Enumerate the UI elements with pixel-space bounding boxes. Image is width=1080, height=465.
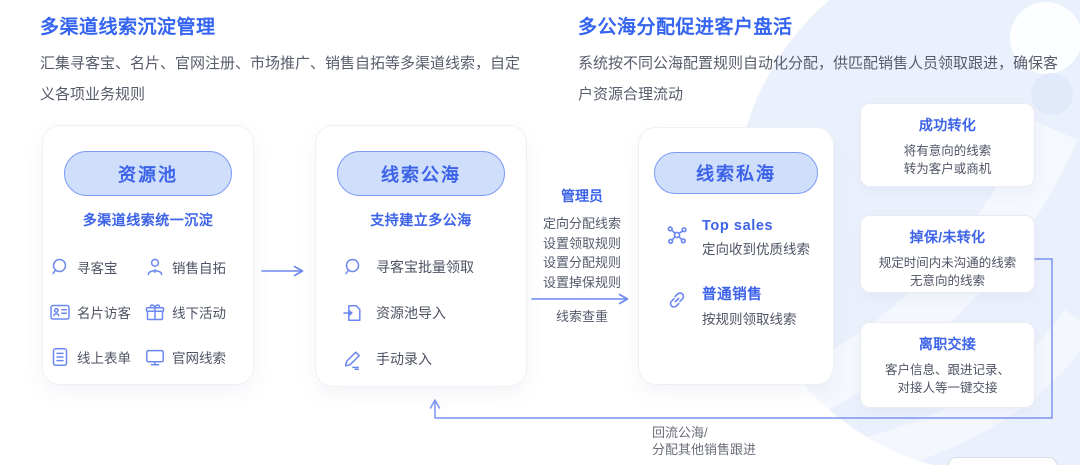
role-name: 普通销售	[702, 287, 763, 303]
section-description: 汇集寻客宝、名片、官网注册、市场推广、销售自拓等多渠道线索，自定义各项业务规则	[40, 55, 521, 103]
section-header-left: 多渠道线索沉淀管理 汇集寻客宝、名片、官网注册、市场推广、销售自拓等多渠道线索，…	[40, 12, 520, 110]
list-item: 普通销售 按规则领取线索	[665, 283, 833, 328]
list-item: 手动录入	[342, 336, 526, 382]
import-icon	[342, 302, 364, 324]
outcome-line: 客户信息、跟进记录、	[884, 363, 1010, 377]
private-pool-roles: Top sales 定向收到优质线索 普通销售 按规则领取线索	[639, 218, 833, 328]
search-icon	[342, 256, 364, 278]
list-item: 线上表单	[49, 346, 144, 368]
outcome-line: 对接人等一键交接	[897, 381, 998, 395]
form-icon	[49, 346, 71, 368]
admin-rule: 线索查重	[555, 309, 608, 324]
gift-icon	[144, 301, 166, 323]
private-pool-card: 线索私海 Top sales 定向收到优质线索 普通销售 按规则领取线索	[638, 127, 834, 385]
outcome-title: 掉保/未转化	[909, 229, 986, 245]
private-pool-pill: 线索私海	[654, 152, 818, 194]
item-label: 资源池导入	[376, 305, 446, 321]
cropped-card-edge	[948, 457, 1057, 465]
role-desc: 定向收到优质线索	[702, 242, 810, 257]
outcome-line: 将有意向的线索	[903, 144, 992, 158]
pill-label: 线索公海	[381, 164, 461, 185]
list-item: 名片访客	[49, 301, 144, 323]
section-header-right: 多公海分配促进客户盘活 系统按不同公海配置规则自动化分配，供匹配销售人员领取跟进…	[578, 12, 1058, 110]
list-item: 销售自拓	[144, 256, 247, 278]
return-flow-line: 分配其他销售跟进	[652, 442, 757, 457]
outcome-card-converted: 成功转化 将有意向的线索 转为客户或商机	[860, 103, 1035, 187]
pill-label: 线索私海	[696, 164, 776, 184]
card-subtitle: 支持建立多公海	[370, 212, 472, 228]
search-icon	[49, 256, 71, 278]
edit-icon	[342, 348, 364, 370]
list-item: Top sales 定向收到优质线索	[665, 218, 833, 258]
role-desc: 按规则领取线索	[702, 312, 797, 327]
monitor-icon	[144, 346, 166, 368]
admin-rule: 设置领取规则	[542, 235, 621, 251]
outcome-line: 规定时间内未沟通的线索	[878, 256, 1017, 270]
item-label: 线下活动	[172, 305, 226, 321]
return-flow-line: 回流公海/	[652, 425, 708, 440]
arrow-spacer	[524, 292, 640, 307]
link-icon	[665, 288, 689, 312]
item-label: 线上表单	[77, 350, 131, 366]
outcome-line: 转为客户或商机	[903, 162, 992, 176]
outcome-title: 成功转化	[918, 117, 977, 133]
public-pool-pill: 线索公海	[337, 151, 505, 196]
list-item: 寻客宝批量领取	[342, 244, 526, 290]
resource-channel-grid: 寻客宝 销售自拓 名片访客 线下活动	[49, 244, 247, 379]
admin-rule: 设置分配规则	[542, 255, 621, 270]
resource-pool-pill: 资源池	[64, 151, 232, 196]
role-text: 普通销售 按规则领取线索	[702, 283, 797, 328]
list-item: 资源池导入	[342, 290, 526, 336]
resource-pool-card: 资源池 多渠道线索统一沉淀 寻客宝 销售自拓 名片访客	[42, 125, 254, 385]
page-title: 多渠道线索沉淀管理	[40, 17, 216, 38]
return-flow-label: 回流公海/ 分配其他销售跟进	[652, 424, 756, 458]
person-icon	[144, 256, 166, 278]
outcome-card-expired: 掉保/未转化 规定时间内未沟通的线索 无意向的线索	[860, 215, 1035, 293]
list-item: 寻客宝	[49, 256, 144, 278]
network-icon	[665, 223, 689, 247]
admin-title: 管理员	[561, 188, 603, 204]
list-item: 官网线索	[144, 346, 247, 368]
item-label: 手动录入	[376, 351, 432, 367]
page-title: 多公海分配促进客户盘活	[578, 17, 793, 38]
section-description: 系统按不同公海配置规则自动化分配，供匹配销售人员领取跟进，确保客户资源合理流动	[578, 55, 1059, 103]
admin-rules-column: 管理员 定向分配线索 设置领取规则 设置分配规则 设置掉保规则 线索查重	[524, 186, 640, 327]
business-card-icon	[49, 301, 71, 323]
pill-label: 资源池	[118, 164, 178, 185]
list-item: 线下活动	[144, 301, 247, 323]
admin-rule: 设置掉保规则	[542, 274, 621, 290]
outcome-title: 离职交接	[918, 336, 977, 352]
item-label: 官网线索	[172, 350, 226, 366]
outcome-card-handover: 离职交接 客户信息、跟进记录、 对接人等一键交接	[860, 322, 1035, 408]
item-label: 寻客宝	[77, 260, 118, 276]
outcome-line: 无意向的线索	[909, 274, 985, 288]
card-subtitle: 多渠道线索统一沉淀	[82, 212, 214, 228]
public-pool-card: 线索公海 支持建立多公海 寻客宝批量领取 资源池导入 手动录入	[315, 125, 527, 387]
role-name: Top sales	[702, 218, 774, 234]
item-label: 名片访客	[77, 305, 131, 321]
admin-rule: 定向分配线索	[542, 216, 621, 231]
public-pool-list: 寻客宝批量领取 资源池导入 手动录入	[316, 244, 526, 382]
item-label: 寻客宝批量领取	[376, 259, 474, 275]
item-label: 销售自拓	[172, 260, 226, 276]
role-text: Top sales 定向收到优质线索	[702, 218, 810, 258]
